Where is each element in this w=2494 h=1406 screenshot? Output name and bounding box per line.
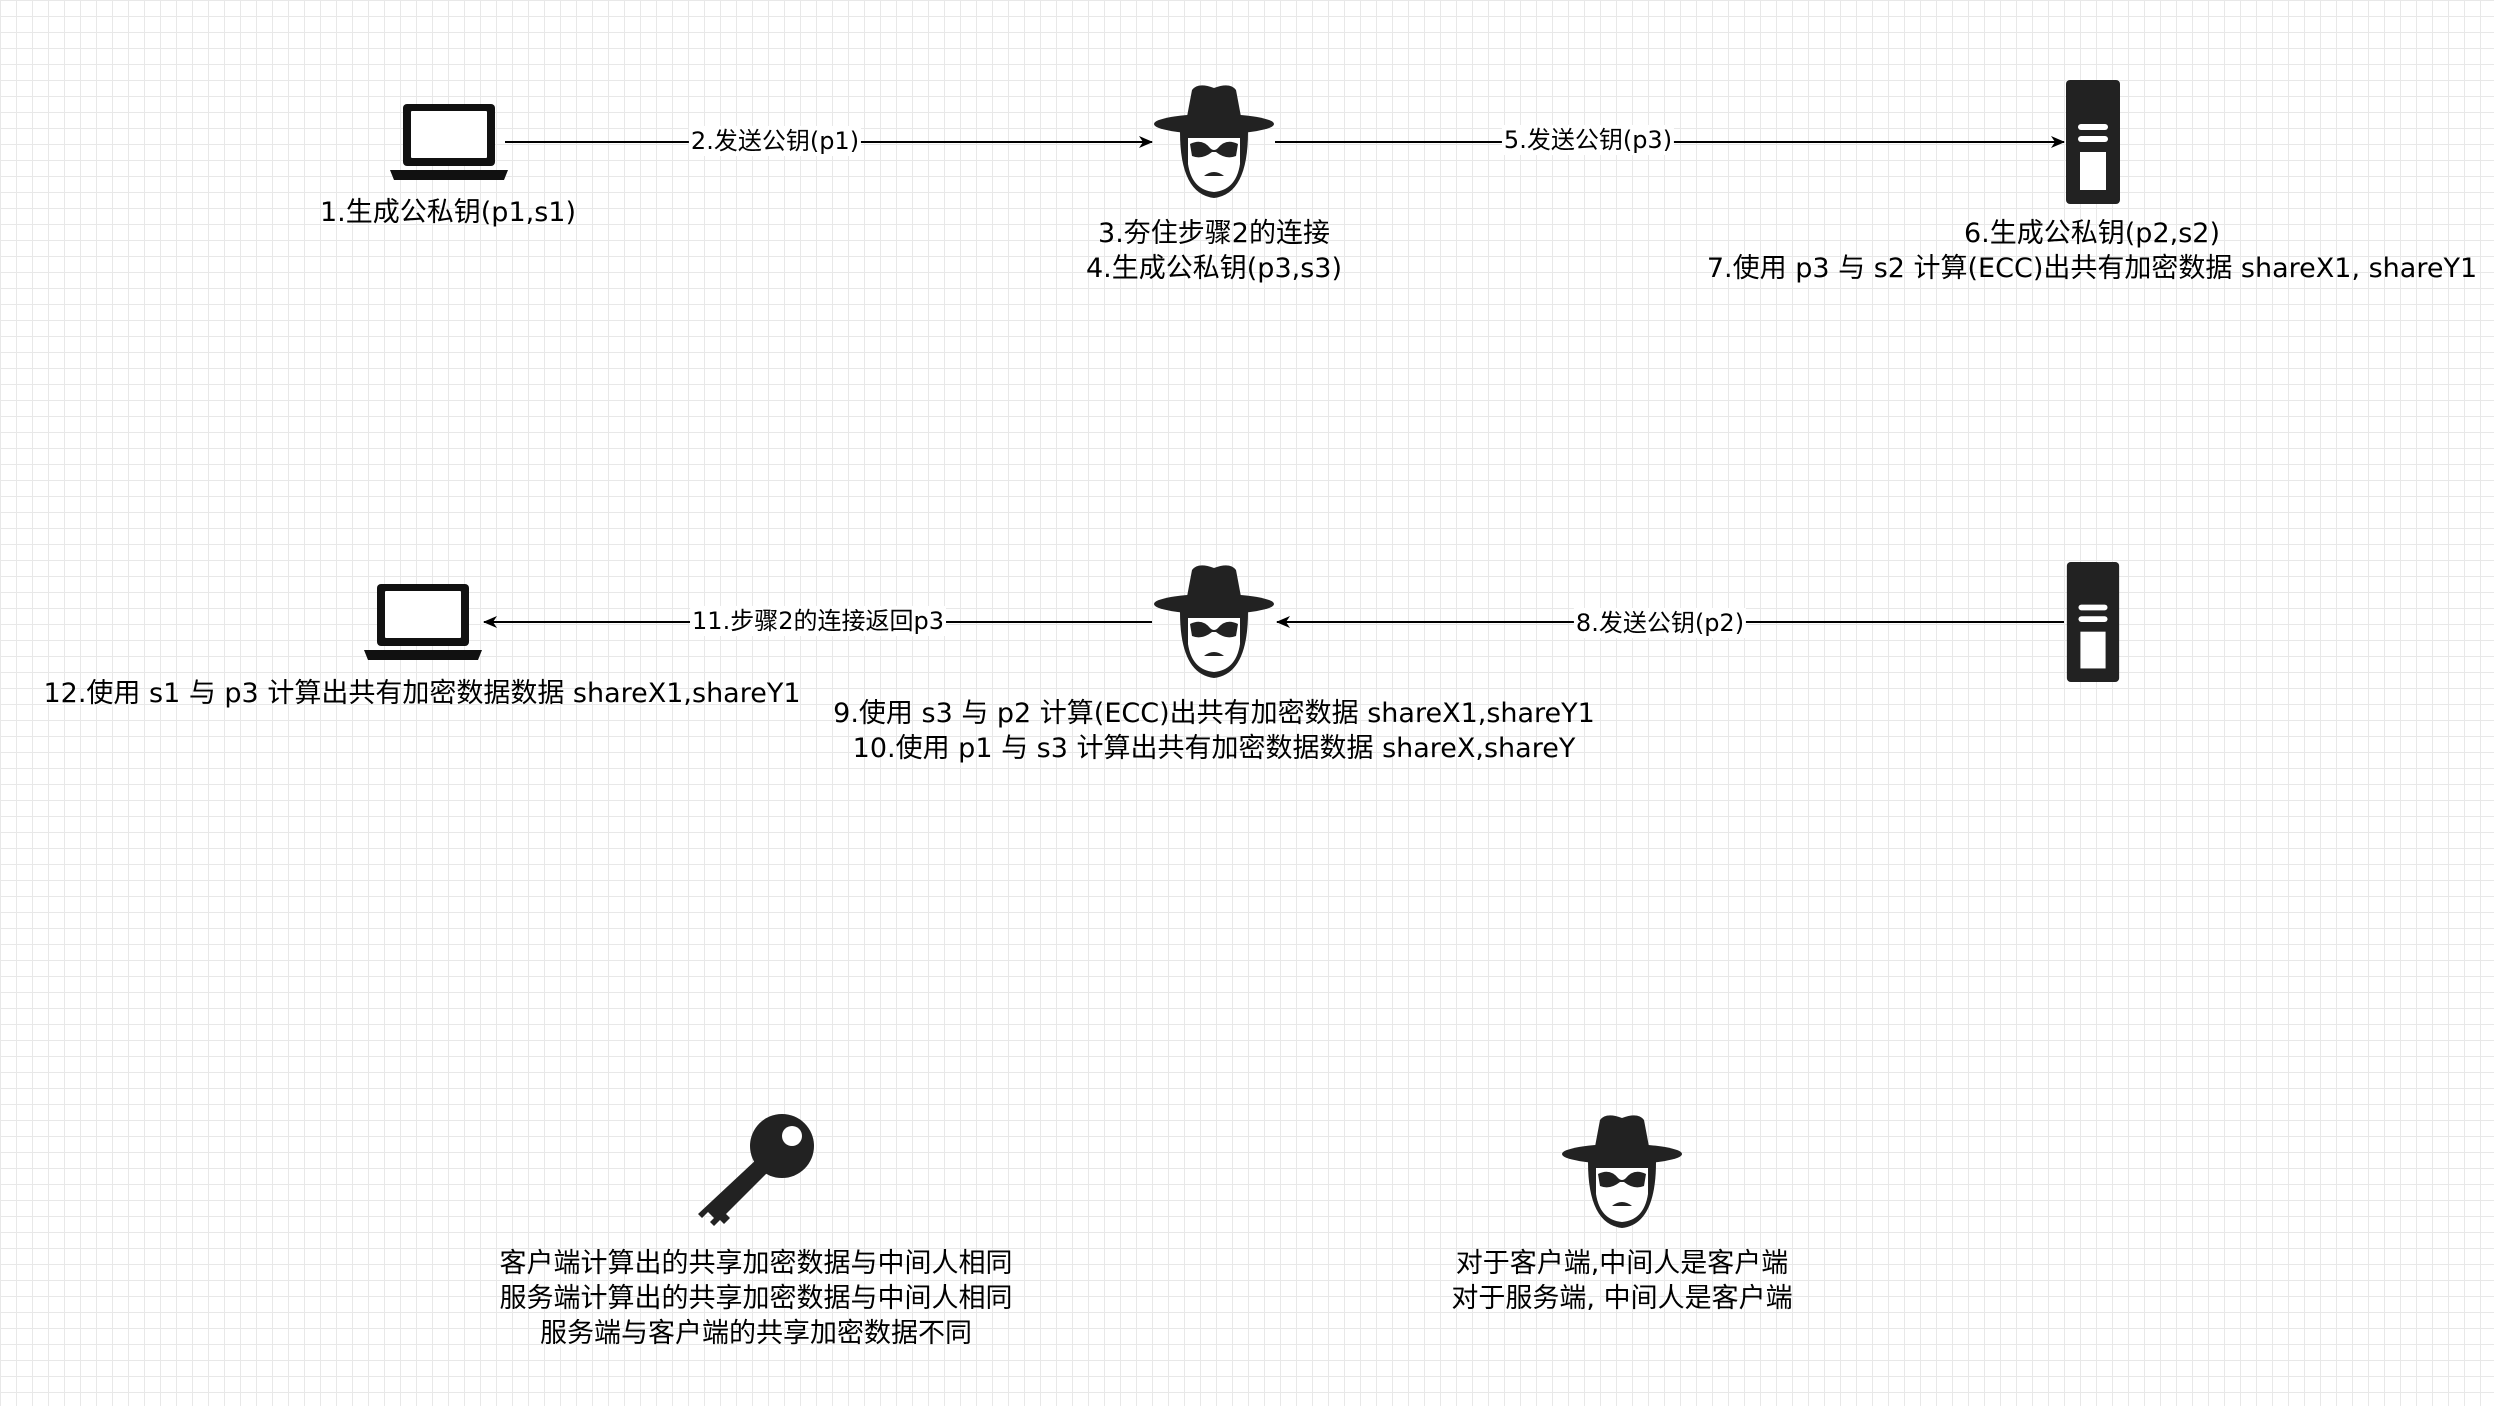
client-bottom-label: 12.使用 s1 与 p3 计算出共有加密数据数据 shareX1,shareY… — [43, 678, 801, 709]
client-bottom-node — [362, 580, 484, 666]
server-icon — [2066, 80, 2120, 204]
client-top-label: 1.生成公私钥(p1,s1) — [320, 197, 576, 228]
edge-label-11: 11.步骤2的连接返回p3 — [690, 606, 946, 636]
mitm-top-node — [1152, 80, 1276, 208]
spy-icon — [1154, 565, 1274, 678]
mitm-note-label: 对于客户端,中间人是客户端 对于服务端, 中间人是客户端 — [1451, 1248, 1793, 1314]
edge-label-5: 5.发送公钥(p3) — [1501, 125, 1675, 155]
mitm-bottom-node — [1152, 560, 1276, 688]
spy-icon — [1154, 85, 1274, 198]
key-note-label: 客户端计算出的共享加密数据与中间人相同 服务端计算出的共享加密数据与中间人相同 … — [499, 1248, 1013, 1349]
server-icon — [2066, 562, 2120, 682]
laptop-icon — [390, 104, 508, 180]
client-top-node — [388, 100, 510, 186]
key-node — [696, 1110, 816, 1234]
key-icon — [698, 1114, 814, 1226]
server-bottom-node — [2066, 562, 2120, 686]
server-top-node — [2066, 80, 2120, 208]
server-top-label: 6.生成公私钥(p2,s2) 7.使用 p3 与 s2 计算(ECC)出共有加密… — [1706, 218, 2478, 284]
laptop-icon — [364, 584, 482, 660]
mitm-bottom-label: 9.使用 s3 与 p2 计算(ECC)出共有加密数据 shareX1,shar… — [833, 698, 1595, 764]
spy-icon — [1562, 1115, 1682, 1228]
mitm-top-label: 3.夯住步骤2的连接 4.生成公私钥(p3,s3) — [1086, 218, 1342, 284]
mitm-note-node — [1560, 1110, 1684, 1238]
edge-label-2: 2.发送公钥(p1) — [688, 126, 862, 156]
edge-label-8: 8.发送公钥(p2) — [1573, 608, 1747, 638]
